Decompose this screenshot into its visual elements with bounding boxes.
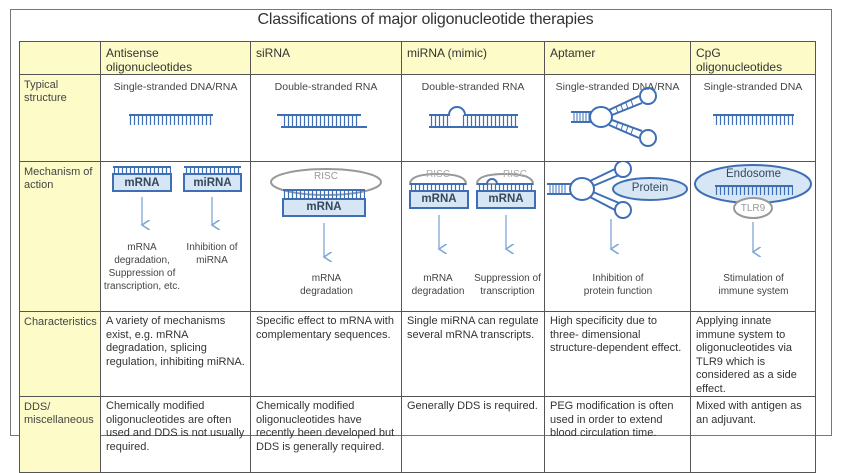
mirna-box-label: miRNA xyxy=(193,177,232,189)
dds-aptamer: PEG modification is often used in order … xyxy=(544,396,691,473)
risc-label: RISC xyxy=(426,169,450,180)
header-row: Antisense oligonucleotides siRNA miRNA (… xyxy=(19,41,816,75)
risc-label: RISC xyxy=(503,169,527,180)
mirna-mechanism-diagram xyxy=(408,172,536,307)
structure-caption: Single-stranded DNA/RNA xyxy=(113,81,238,93)
single-strand-icon xyxy=(129,114,213,125)
aso-result-inhibition: Inhibition of miRNA xyxy=(186,242,238,266)
header-sirna: siRNA xyxy=(250,41,402,75)
structure-mirna: Double-stranded RNA xyxy=(401,74,545,162)
risc-complex-icon xyxy=(408,172,468,185)
dds-cpg: Mixed with antigen as an adjuvant. xyxy=(690,396,816,473)
mrna-box-label: mRNA xyxy=(124,177,160,189)
row-label-characteristics: Characteristics xyxy=(19,311,101,397)
structure-cpg: Single-stranded DNA xyxy=(690,74,816,162)
structure-caption: Double-stranded RNA xyxy=(274,81,378,93)
characteristics-row: Characteristics A variety of mechanisms … xyxy=(19,311,816,397)
sirna-result: mRNA degradation xyxy=(300,273,353,297)
header-aso: Antisense oligonucleotides xyxy=(100,41,251,75)
aso-result-degradation: mRNA degradation, Suppression of transcr… xyxy=(103,242,181,292)
tlr9-label: TLR9 xyxy=(740,203,766,214)
structure-row: Typical structure Single-stranded DNA/RN… xyxy=(19,74,816,162)
mechanism-aso: mRNA miRNA mRNA degradation, Suppression… xyxy=(100,161,251,312)
figure-title: Classifications of major oligonucleotide… xyxy=(257,11,594,28)
header-aptamer: Aptamer xyxy=(544,41,691,75)
structure-aso: Single-stranded DNA/RNA xyxy=(100,74,251,162)
row-label-structure: Typical structure xyxy=(19,74,101,162)
mechanism-cpg: Endosome TLR9 Stimulation of immune syst… xyxy=(690,161,816,312)
row-label-mechanism: Mechanism of action xyxy=(19,161,101,312)
mirna-result-suppression: Suppression of transcription xyxy=(474,273,541,297)
header-cpg: CpG oligonucleotides xyxy=(690,41,816,75)
header-mirna: miRNA (mimic) xyxy=(401,41,545,75)
mechanism-row: Mechanism of action mRNA miRNA mRNA degr… xyxy=(19,161,816,312)
protein-label: Protein xyxy=(631,182,669,194)
mrna-box-label: mRNA xyxy=(306,201,342,213)
structure-aptamer: Single-stranded DNA/RNA xyxy=(544,74,691,162)
structure-caption: Double-stranded RNA xyxy=(421,81,525,93)
aptamer-mechanism-diagram xyxy=(547,162,688,307)
characteristics-aso: A variety of mechanisms exist, e.g. mRNA… xyxy=(100,311,251,397)
dds-sirna: Chemically modified oligonucleotides hav… xyxy=(250,396,402,473)
structure-caption: Single-stranded DNA/RNA xyxy=(555,81,680,93)
structure-caption: Single-stranded DNA xyxy=(703,81,803,93)
mechanism-sirna: RISC mRNA mRNA degradation xyxy=(250,161,402,312)
mrna-box-label: mRNA xyxy=(421,193,457,205)
mirna-bulge-duplex-icon xyxy=(429,106,518,128)
dds-mirna: Generally DDS is required. xyxy=(401,396,545,473)
mechanism-aptamer: Protein Inhibition of protein function xyxy=(544,161,691,312)
mrna-box xyxy=(476,190,536,209)
characteristics-cpg: Applying innate immune system to oligonu… xyxy=(690,311,816,397)
double-strand-icon xyxy=(277,114,367,128)
risc-complex-icon xyxy=(475,172,535,185)
aptamer-structure-icon xyxy=(571,87,657,147)
cpg-mechanism-diagram xyxy=(694,164,812,307)
tlr9-receptor-icon xyxy=(733,197,773,219)
mrna-box xyxy=(409,190,469,209)
mrna-box xyxy=(112,173,172,192)
classification-table: Antisense oligonucleotides siRNA miRNA (… xyxy=(19,41,816,473)
sirna-mechanism-diagram xyxy=(270,168,382,307)
header-corner xyxy=(19,41,101,75)
mrna-box-label: mRNA xyxy=(488,193,524,205)
dds-row: DDS/ miscellaneous Chemically modified o… xyxy=(19,396,816,473)
protein-target-icon xyxy=(612,177,688,201)
cpg-result: Stimulation of immune system xyxy=(718,273,789,297)
single-strand-icon xyxy=(713,114,794,125)
mirna-box xyxy=(183,173,242,192)
characteristics-mirna: Single miRNA can regulate several mRNA t… xyxy=(401,311,545,397)
structure-sirna: Double-stranded RNA xyxy=(250,74,402,162)
risc-label: RISC xyxy=(314,171,338,182)
mrna-box xyxy=(282,198,366,217)
endosome-label: Endosome xyxy=(726,168,781,180)
mechanism-mirna: RISC RISC mRNA mRNA mRNA degradation Sup… xyxy=(401,161,545,312)
mirna-result-degradation: mRNA degradation xyxy=(411,273,465,297)
row-label-dds: DDS/ miscellaneous xyxy=(19,396,101,473)
dds-aso: Chemically modified oligonucleotides are… xyxy=(100,396,251,473)
characteristics-sirna: Specific effect to mRNA with complementa… xyxy=(250,311,402,397)
aso-mechanism-diagram xyxy=(112,166,242,307)
aptamer-result: Inhibition of protein function xyxy=(583,273,653,297)
characteristics-aptamer: High specificity due to three- dimension… xyxy=(544,311,691,397)
